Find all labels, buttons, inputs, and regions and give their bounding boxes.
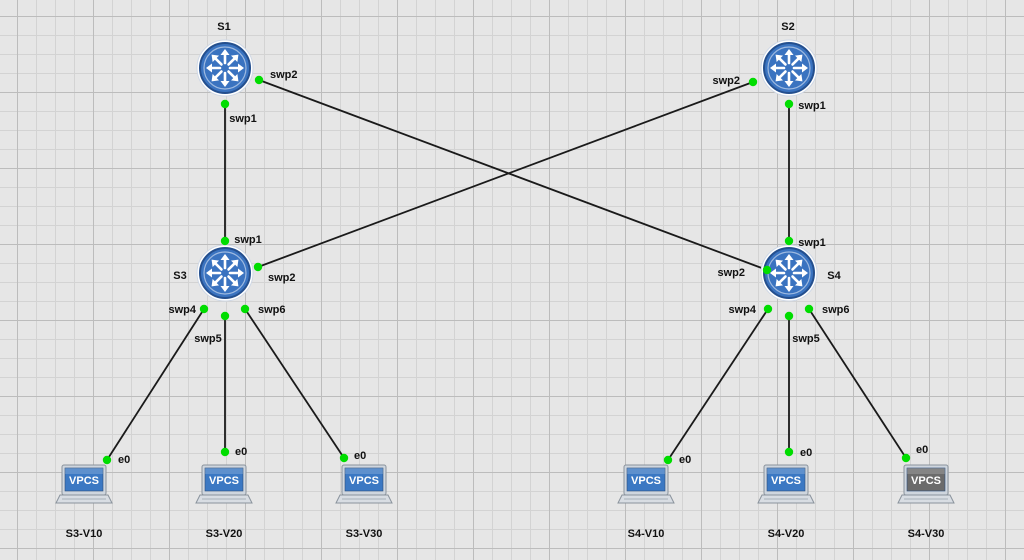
links-layer [106, 79, 907, 461]
port-label: swp1 [234, 234, 262, 246]
port-status-dot[interactable] [220, 447, 230, 457]
port-status-dot[interactable] [663, 455, 673, 465]
port-label: e0 [679, 454, 691, 466]
vpcs-label: S4-V30 [908, 528, 945, 540]
port-status-dot[interactable] [220, 236, 230, 246]
vpcs-node-s3-v10[interactable]: VPCS S3-V10 [55, 464, 113, 540]
port-status-dot[interactable] [763, 304, 773, 314]
port-label: swp1 [798, 237, 826, 249]
vpcs-screen-text: VPCS [911, 475, 941, 487]
switch-label: S3 [173, 270, 186, 282]
link-S4-S4-V10[interactable] [667, 308, 769, 461]
vpcs-label: S3-V30 [346, 528, 383, 540]
computer-icon: VPCS [55, 464, 113, 504]
link-S3-S3-V30[interactable] [244, 308, 345, 459]
port-label: swp6 [822, 304, 850, 316]
port-label: swp5 [792, 333, 820, 345]
vpcs-screen-text: VPCS [631, 475, 661, 487]
switch-node-s2[interactable]: S2 [760, 21, 818, 97]
vpcs-node-s4-v10[interactable]: VPCS S4-V10 [617, 464, 675, 540]
vpcs-node-s4-v20[interactable]: VPCS S4-V20 [757, 464, 815, 540]
port-status-dot[interactable] [339, 453, 349, 463]
port-label: swp4 [728, 304, 756, 316]
computer-icon: VPCS [335, 464, 393, 504]
port-status-dot[interactable] [784, 447, 794, 457]
ports-layer: swp1 swp1 swp2 swp2 swp2 swp2 swp1 swp1 swp4 e0 sw… [102, 69, 928, 466]
port-label: swp2 [270, 69, 298, 81]
computer-icon: VPCS [897, 464, 955, 504]
port-label: e0 [235, 446, 247, 458]
port-label: swp2 [717, 267, 745, 279]
port-status-dot[interactable] [240, 304, 250, 314]
vpcs-node-s3-v20[interactable]: VPCS S3-V20 [195, 464, 253, 540]
vpcs-label: S3-V20 [206, 528, 243, 540]
port-label: swp2 [268, 272, 296, 284]
port-label: swp6 [258, 304, 286, 316]
switch-label: S4 [827, 270, 841, 282]
port-label: e0 [800, 447, 812, 459]
port-status-dot[interactable] [220, 311, 230, 321]
vpcs-label: S4-V20 [768, 528, 805, 540]
port-label: swp4 [168, 304, 196, 316]
port-status-dot[interactable] [784, 99, 794, 109]
port-label: swp2 [712, 75, 740, 87]
switch-node-s1[interactable]: S1 [196, 21, 254, 97]
switch-icon [760, 39, 818, 97]
vpcs-label: S4-V10 [628, 528, 665, 540]
port-status-dot[interactable] [762, 265, 772, 275]
port-label: swp1 [229, 113, 257, 125]
computer-icon: VPCS [757, 464, 815, 504]
vpcs-screen-text: VPCS [349, 475, 379, 487]
port-label: e0 [118, 454, 130, 466]
link-S2-S3[interactable] [257, 81, 754, 268]
vpcs-node-s3-v30[interactable]: VPCS S3-V30 [335, 464, 393, 540]
computer-icon: VPCS [195, 464, 253, 504]
switch-node-s3[interactable]: S3 [173, 244, 254, 302]
switch-icon [196, 244, 254, 302]
port-label: e0 [916, 444, 928, 456]
port-status-dot[interactable] [901, 453, 911, 463]
vpcs-label: S3-V10 [66, 528, 103, 540]
switch-node-s4[interactable]: S4 [760, 244, 842, 302]
port-label: e0 [354, 450, 366, 462]
vpcs-screen-text: VPCS [771, 475, 801, 487]
port-status-dot[interactable] [804, 304, 814, 314]
link-S3-S3-V10[interactable] [106, 308, 205, 461]
port-status-dot[interactable] [220, 99, 230, 109]
link-S4-S4-V30[interactable] [808, 308, 907, 459]
port-status-dot[interactable] [102, 455, 112, 465]
port-status-dot[interactable] [784, 236, 794, 246]
port-status-dot[interactable] [254, 75, 264, 85]
computer-icon: VPCS [617, 464, 675, 504]
switch-label: S2 [781, 21, 794, 33]
port-status-dot[interactable] [748, 77, 758, 87]
switch-label: S1 [217, 21, 230, 33]
port-status-dot[interactable] [253, 262, 263, 272]
port-status-dot[interactable] [784, 311, 794, 321]
switch-icon [760, 244, 818, 302]
vpcs-screen-text: VPCS [209, 475, 239, 487]
vpcs-node-s4-v30[interactable]: VPCS S4-V30 [897, 464, 955, 540]
link-S1-S4[interactable] [258, 79, 768, 271]
vpcs-screen-text: VPCS [69, 475, 99, 487]
port-status-dot[interactable] [199, 304, 209, 314]
port-label: swp5 [194, 333, 222, 345]
port-label: swp1 [798, 100, 826, 112]
switch-icon [196, 39, 254, 97]
